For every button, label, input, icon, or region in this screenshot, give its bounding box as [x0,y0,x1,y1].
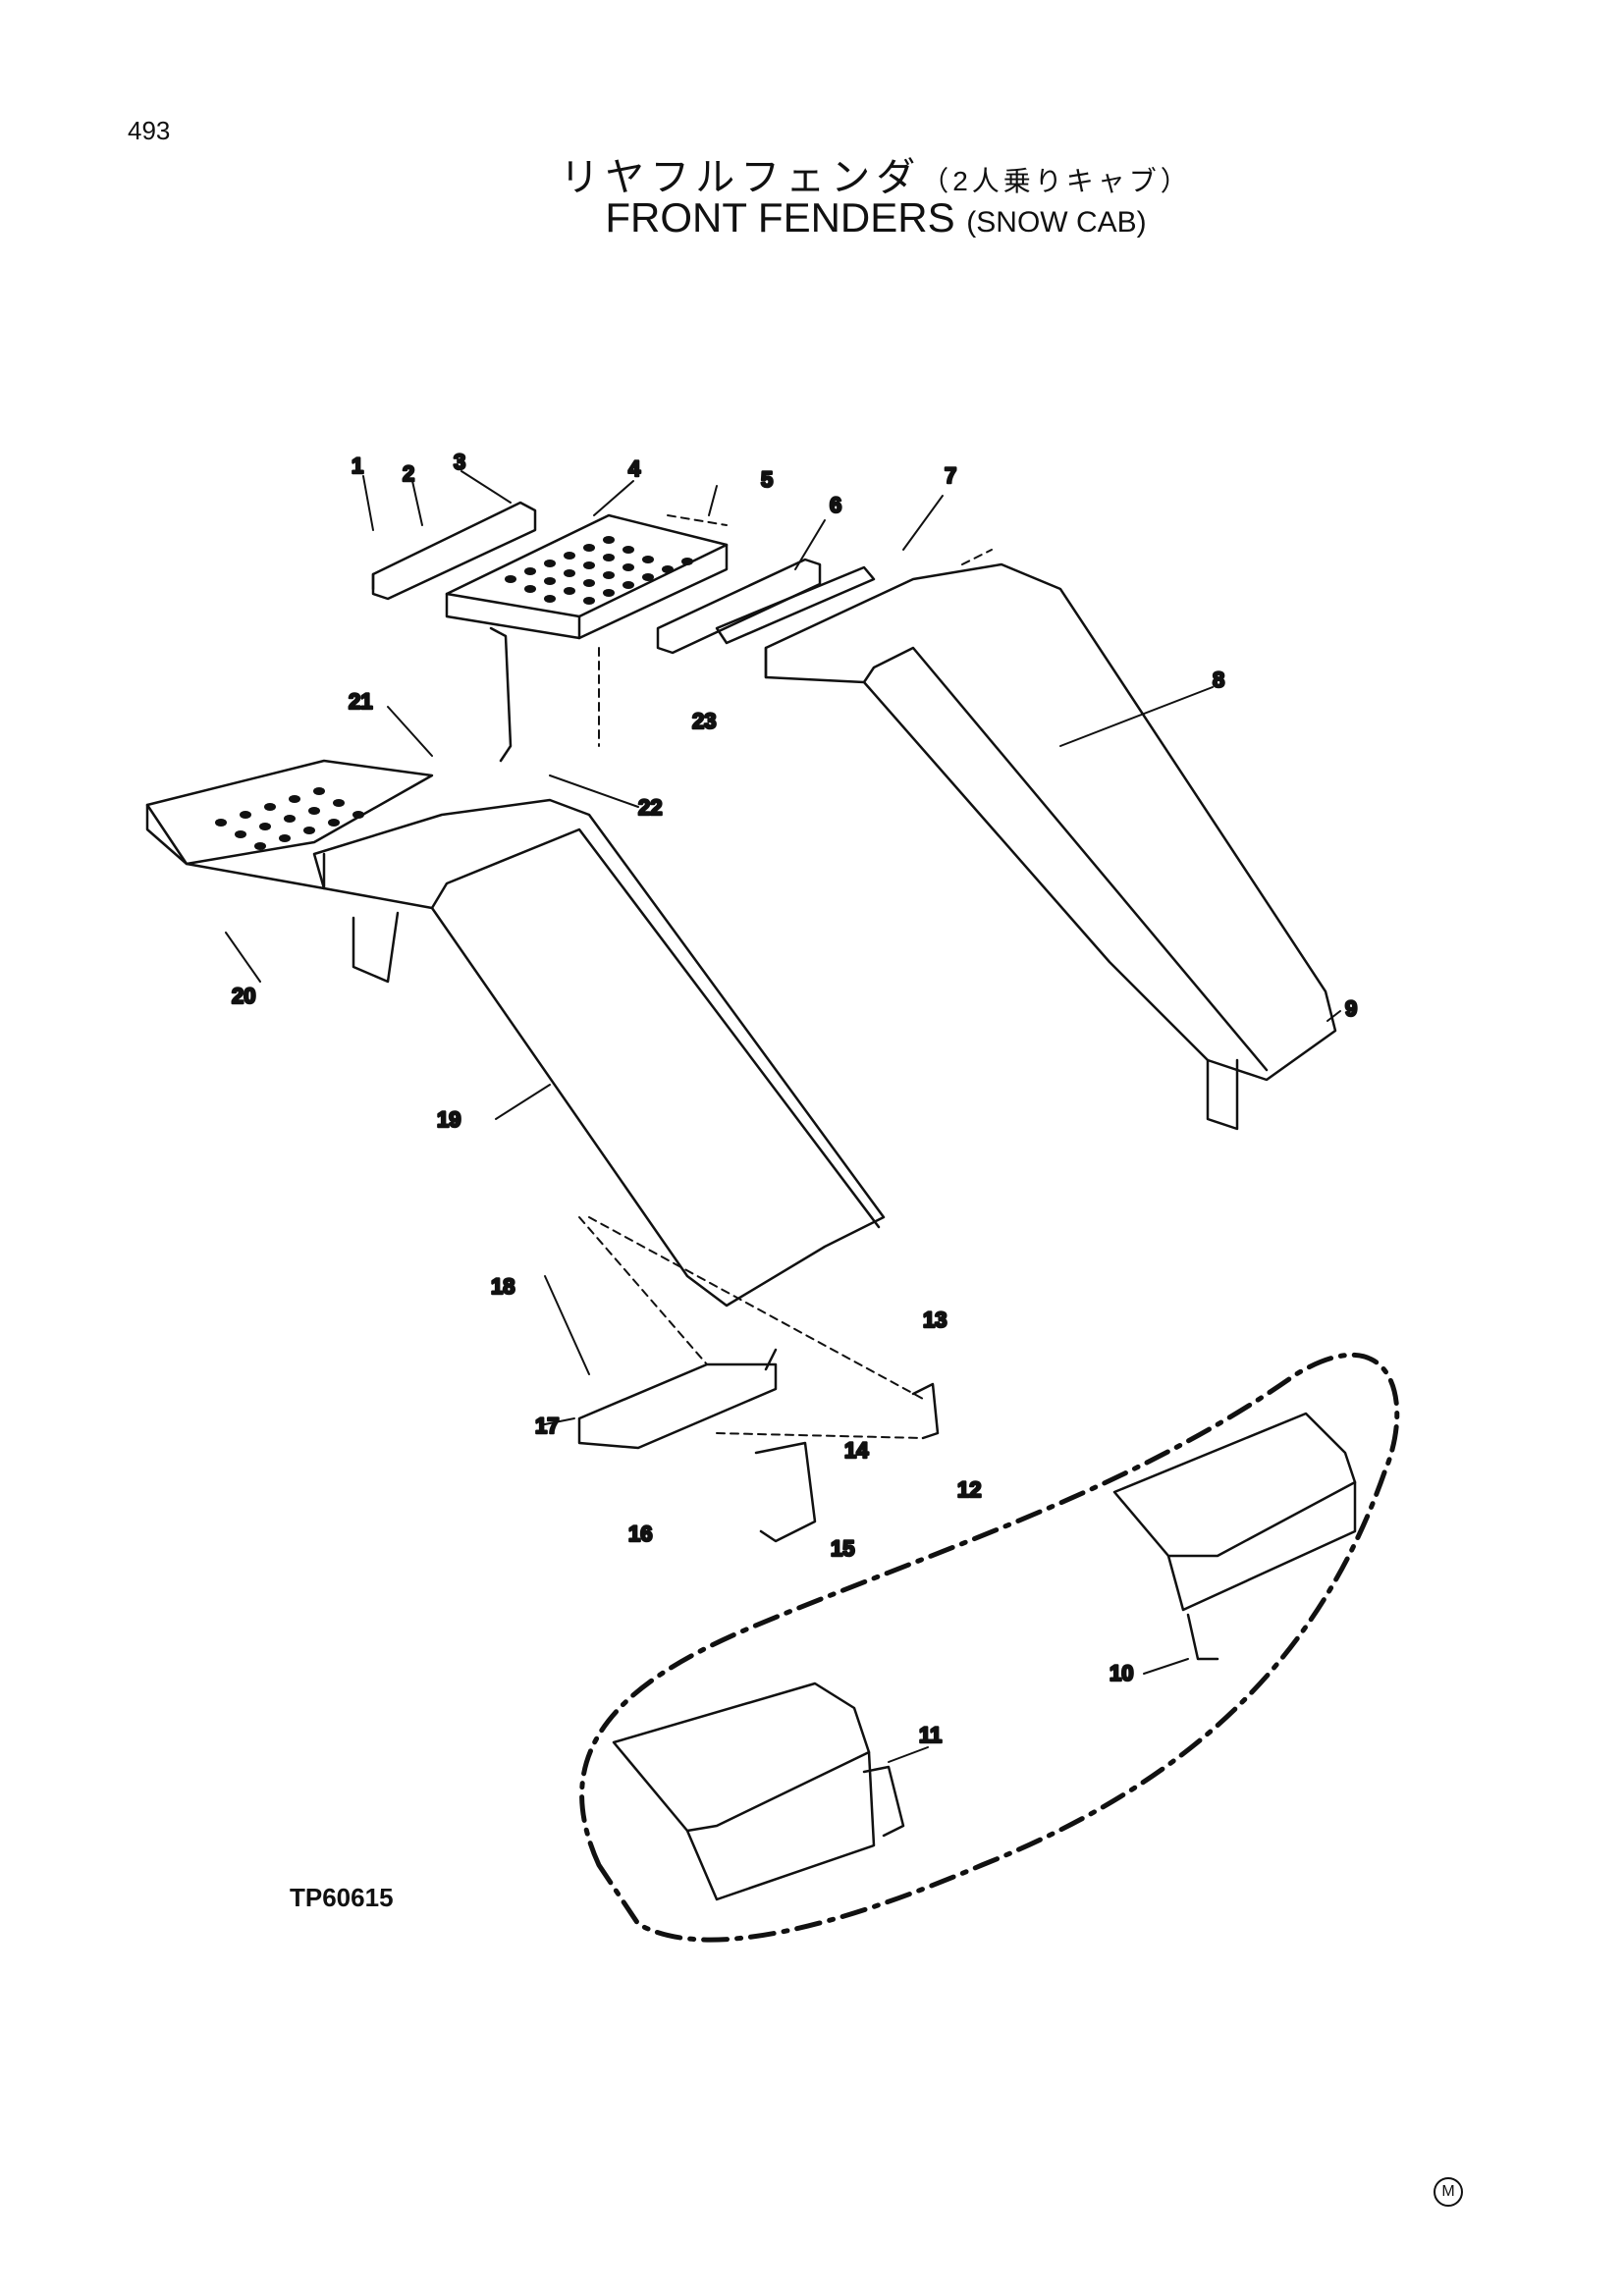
callout-5: 5 [761,467,773,492]
page-number: 493 [128,116,171,145]
step-holes-21 [215,787,364,850]
callout-6: 6 [830,493,841,517]
part-6-7-bar [656,558,876,655]
part-21-front-step [145,759,434,890]
callout-21: 21 [349,689,372,714]
callout-15: 15 [831,1536,854,1561]
callout-20: 20 [232,984,255,1008]
callout-14: 14 [844,1438,869,1463]
callout-8: 8 [1213,667,1224,692]
m-mark: M [1434,2177,1463,2207]
callout-22: 22 [638,795,662,820]
callout-4: 4 [628,456,641,481]
callout-19: 19 [437,1107,460,1132]
leader-lines [225,470,1341,1763]
alignment-lines [578,514,993,1439]
callout-12: 12 [957,1477,981,1502]
page-title-en: FRONT FENDERS (SNOW CAB) [605,194,1147,240]
callout-13: 13 [923,1308,947,1332]
page-title-jp: リヤフルフェンダ（2人乗りキャブ） [560,156,1192,199]
part-3-bracket [371,501,537,601]
callout-9: 9 [1345,996,1357,1021]
part-11-fender-cover [612,1682,905,1901]
callout-23: 23 [692,709,716,733]
snow-cab-inset [579,1352,1400,1943]
callout-18: 18 [491,1274,514,1299]
part-4-step-plate [445,513,729,763]
part-8-rear-fender [764,562,1337,1131]
callout-3: 3 [454,450,465,474]
callout-11: 11 [919,1723,942,1747]
part-10-fender-cover [1112,1412,1357,1661]
callout-2: 2 [403,461,414,486]
part-19-front-fender [312,798,886,1308]
callout-1: 1 [352,454,363,478]
callout-10: 10 [1110,1661,1133,1685]
drawing-code: TP60615 [290,1883,394,1912]
callout-17: 17 [535,1414,559,1438]
callout-labels: 1 2 3 4 5 6 7 8 9 10 11 12 13 14 15 16 1… [231,449,1359,1749]
callout-7: 7 [945,463,956,488]
callout-16: 16 [628,1522,652,1546]
step-holes-4 [505,536,693,605]
